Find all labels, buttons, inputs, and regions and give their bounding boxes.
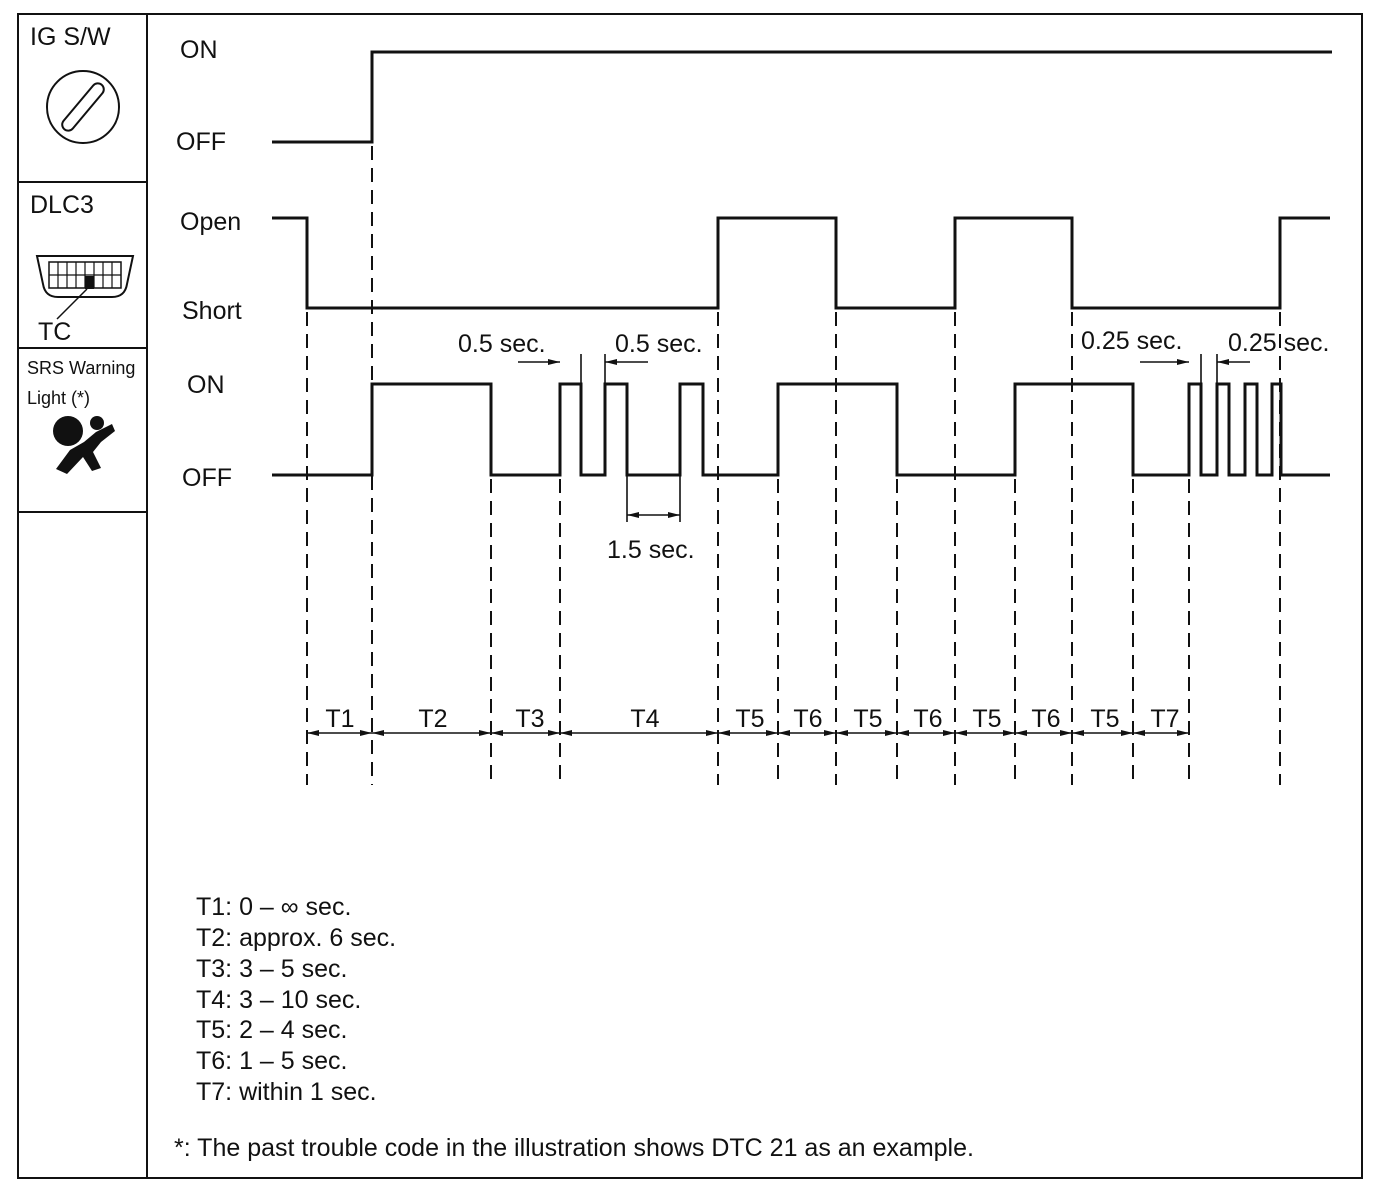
timing-segments: T1 T2 T3 T4 T5 T6 T5 T6 T5 T6 T5 T7	[307, 705, 1189, 736]
dlc3-short-label: Short	[182, 297, 242, 325]
dlc3-waveform	[272, 216, 1330, 310]
airbag-warning-icon	[53, 416, 115, 474]
tc-label: TC	[38, 318, 71, 346]
ig-sw-title: IG S/W	[30, 23, 111, 51]
segment-label: T5	[853, 705, 882, 733]
diagram-border	[17, 13, 1363, 1179]
srs-title-line1: SRS Warning	[27, 358, 135, 378]
dlc3-open-label: Open	[180, 208, 241, 236]
dlc3-title: DLC3	[30, 191, 94, 219]
segment-label: T5	[1090, 705, 1119, 733]
segment-label: T2	[418, 705, 447, 733]
ig-sw-on-label: ON	[180, 36, 218, 64]
segment-label: T7	[1150, 705, 1179, 733]
dlc3-connector-icon	[35, 255, 135, 320]
ig-sw-waveform	[272, 50, 1332, 144]
ig-sw-off-label: OFF	[176, 128, 226, 156]
legend-item: T3: 3 – 5 sec.	[196, 955, 347, 983]
srs-title-line2: Light (*)	[27, 388, 90, 408]
footnote: *: The past trouble code in the illustra…	[174, 1134, 974, 1162]
duration-label: 1.5 sec.	[607, 536, 695, 564]
duration-label: 0.5 sec.	[458, 330, 546, 358]
legend-item: T6: 1 – 5 sec.	[196, 1047, 347, 1075]
tc-terminal	[85, 276, 94, 289]
tc-leader-line	[56, 288, 88, 320]
duration-label: 0.25 sec.	[1081, 327, 1182, 355]
segment-label: T5	[735, 705, 764, 733]
segment-label: T5	[972, 705, 1001, 733]
srs-warning-light-waveform	[272, 382, 1330, 477]
duration-label: 0.5 sec.	[615, 330, 703, 358]
segment-label: T3	[515, 705, 544, 733]
segment-label: T4	[630, 705, 659, 733]
timing-legend: T1: 0 – ∞ sec. T2: approx. 6 sec. T3: 3 …	[196, 893, 396, 1106]
legend-item: T5: 2 – 4 sec.	[196, 1016, 347, 1044]
segment-label: T6	[793, 705, 822, 733]
legend-item: T4: 3 – 10 sec.	[196, 986, 361, 1014]
segment-label: T6	[913, 705, 942, 733]
legend-item: T2: approx. 6 sec.	[196, 924, 396, 952]
legend-item: T1: 0 – ∞ sec.	[196, 893, 351, 921]
ignition-key-icon	[46, 70, 120, 144]
duration-label: 0.25 sec.	[1228, 329, 1329, 357]
segment-label: T6	[1031, 705, 1060, 733]
legend-item: T7: within 1 sec.	[196, 1078, 377, 1106]
srs-on-label: ON	[187, 371, 225, 399]
segment-label: T1	[325, 705, 354, 733]
srs-off-label: OFF	[182, 464, 232, 492]
